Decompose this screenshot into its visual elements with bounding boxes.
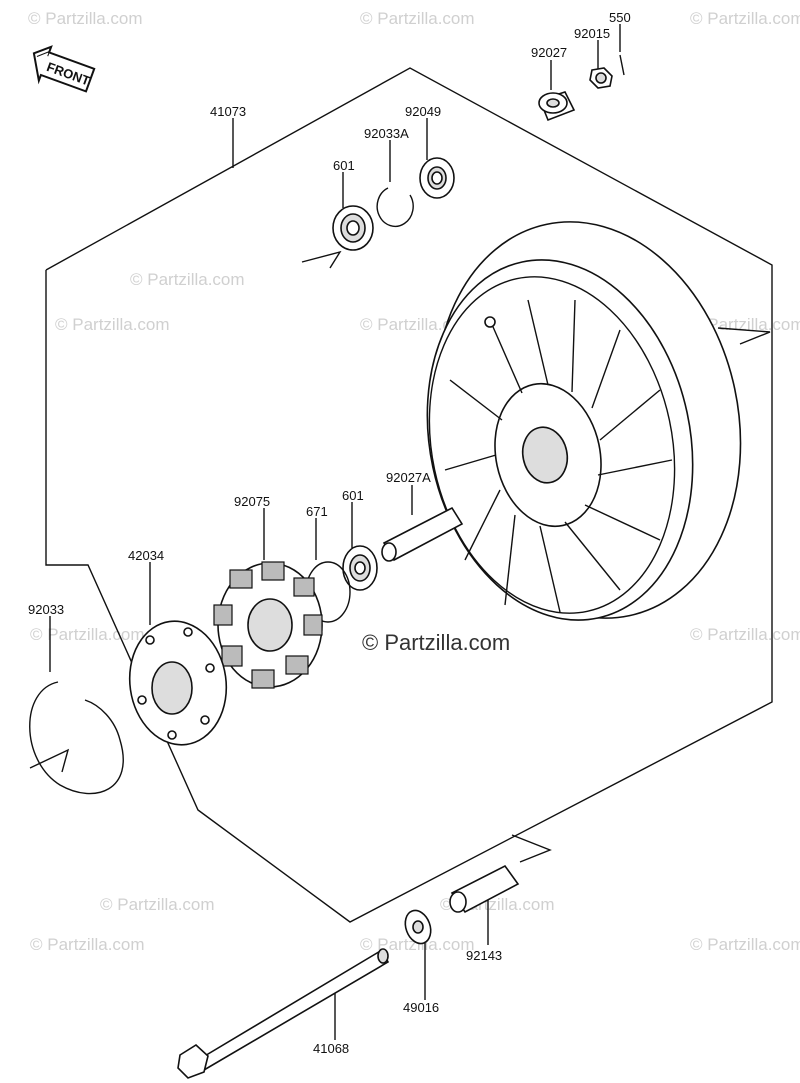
cotter-pin-550 (619, 54, 625, 76)
label-92027A: 92027A (386, 470, 431, 485)
spacer-92027A (381, 506, 464, 562)
damper-92075 (213, 561, 323, 689)
oil-seal-92049 (419, 157, 455, 199)
label-92033A: 92033A (364, 126, 409, 141)
watermark-center-text: © Partzilla.com (362, 630, 510, 655)
label-41068: 41068 (313, 1041, 349, 1056)
bearing-601-mid (342, 545, 378, 591)
label-92033: 92033 (28, 602, 64, 617)
front-arrow-icon: FRONT (32, 45, 96, 93)
collar-92027 (538, 91, 576, 122)
watermark-text: © Partzilla.com (360, 935, 475, 954)
label-601-top: 601 (333, 158, 355, 173)
label-92075: 92075 (234, 494, 270, 509)
label-671: 671 (306, 504, 328, 519)
bearing-601-top (332, 205, 374, 251)
circlip-92033A (376, 187, 414, 228)
label-92049: 92049 (405, 104, 441, 119)
watermark-text: © Partzilla.com (130, 270, 245, 289)
leader-lines (29, 24, 771, 1040)
label-550: 550 (609, 10, 631, 25)
watermark-text: © Partzilla.com (690, 9, 800, 28)
label-42034: 42034 (128, 548, 164, 563)
watermark-text: © Partzilla.com (690, 935, 800, 954)
watermark-text: © Partzilla.com (28, 9, 143, 28)
part-labels: 550 92015 92027 41073 92049 92033A 601 9… (28, 10, 631, 1056)
nut-92015 (589, 67, 613, 89)
circlip-92033 (29, 681, 124, 795)
washer-49016 (404, 909, 432, 945)
label-41073: 41073 (210, 104, 246, 119)
label-601-mid: 601 (342, 488, 364, 503)
label-92015: 92015 (574, 26, 610, 41)
assembly-outline (45, 67, 773, 923)
watermark-text: © Partzilla.com (55, 315, 170, 334)
watermark-text: © Partzilla.com (690, 625, 800, 644)
watermark-text: © Partzilla.com (30, 935, 145, 954)
rear-wheel (426, 221, 742, 621)
watermark-text: © Partzilla.com (100, 895, 215, 914)
label-92027: 92027 (531, 45, 567, 60)
watermark-text: © Partzilla.com (30, 625, 145, 644)
label-92143: 92143 (466, 948, 502, 963)
axle-41068 (177, 948, 390, 1079)
coupling-42034 (128, 620, 228, 746)
watermark-text: © Partzilla.com (360, 9, 475, 28)
collar-92143 (449, 864, 520, 914)
label-49016: 49016 (403, 1000, 439, 1015)
